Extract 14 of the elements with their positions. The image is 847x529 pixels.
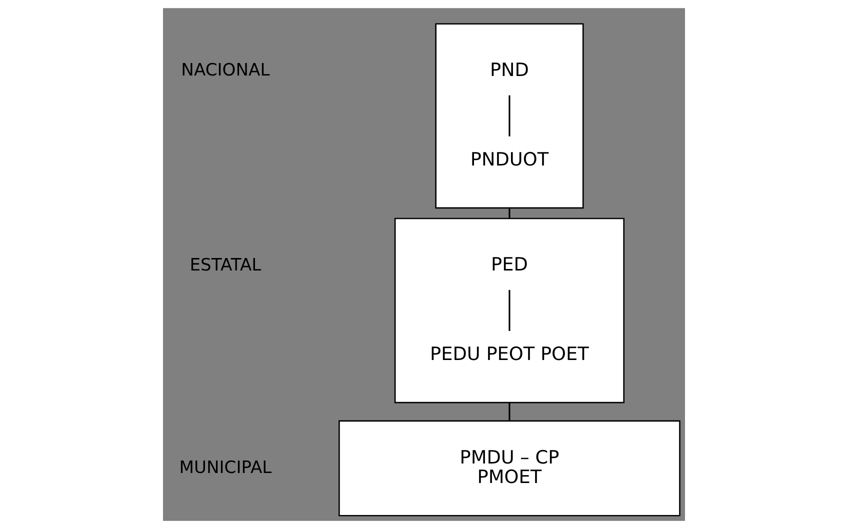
label: NACIONAL	[180, 60, 270, 81]
node-text: PND	[489, 60, 528, 82]
node-box: PMDU – CP PMOET	[338, 420, 680, 516]
connector	[508, 208, 510, 218]
node-text: PEDU PEOT POET	[430, 344, 588, 366]
node-text: PNDUOT	[470, 149, 548, 170]
connector	[508, 402, 510, 421]
label: ESTATAL	[189, 255, 261, 276]
label: MUNICIPAL	[178, 458, 272, 478]
cluster	[434, 23, 584, 209]
connector	[508, 290, 510, 331]
connector	[508, 95, 510, 136]
node-text: PED	[490, 254, 528, 276]
cluster	[394, 218, 624, 404]
